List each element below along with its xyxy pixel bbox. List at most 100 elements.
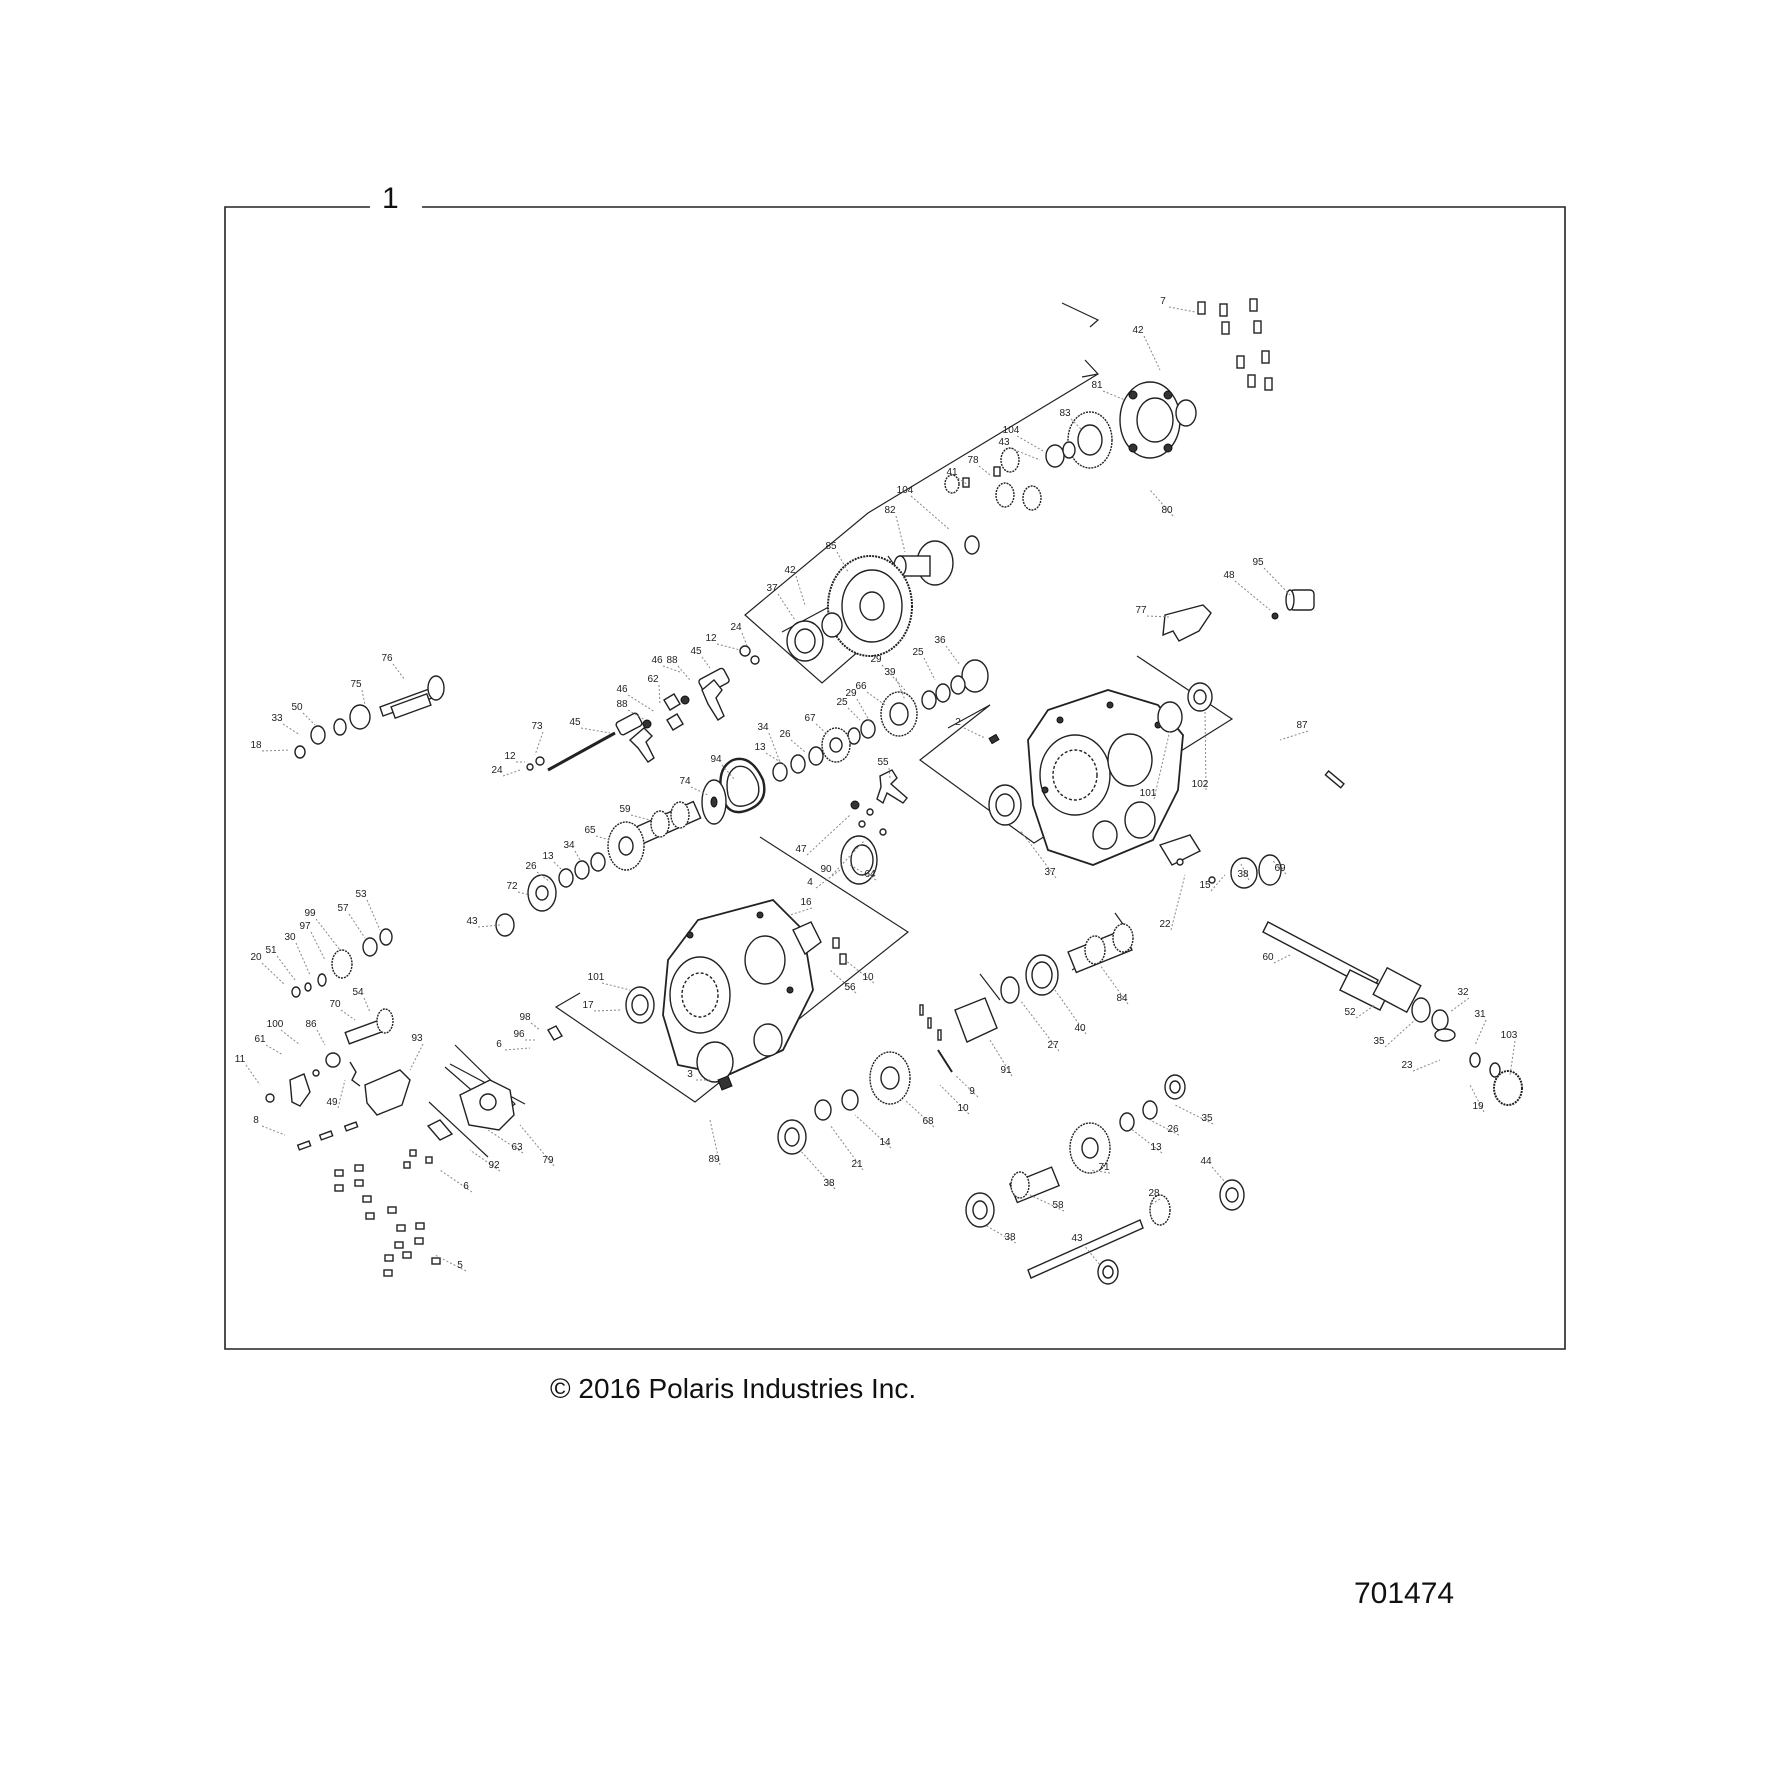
bearing-37-top: [786, 620, 824, 662]
seal-101: [1157, 701, 1183, 733]
callout-42: 42: [1132, 325, 1144, 336]
callout-leader: [815, 869, 841, 889]
callout-leader: [910, 495, 951, 531]
callout-leader: [502, 769, 521, 777]
callout-62: 62: [647, 674, 659, 685]
callout-72: 72: [506, 881, 518, 892]
callout-leader: [1168, 306, 1196, 313]
callout-48: 48: [1223, 570, 1235, 581]
callout-16: 16: [800, 897, 812, 908]
callout-54: 54: [352, 987, 364, 998]
callout-34: 34: [757, 722, 769, 733]
callout-34: 34: [563, 840, 575, 851]
callout-leader: [662, 665, 681, 673]
callout-93: 93: [411, 1033, 423, 1044]
callout-leader: [1019, 999, 1060, 1052]
callout-29: 29: [870, 654, 882, 665]
callout-leader: [831, 839, 866, 876]
callout-leader: [265, 1044, 284, 1056]
callout-leader: [630, 814, 651, 821]
callout-leader: [315, 918, 341, 951]
carrier-82: [893, 540, 954, 586]
callout-leader: [1149, 1119, 1180, 1136]
callout-leader: [963, 727, 986, 739]
callout-leader: [348, 913, 366, 939]
callout-leader: [295, 942, 311, 976]
callout-12: 12: [504, 751, 516, 762]
callout-102: 102: [1192, 779, 1209, 790]
callout-10: 10: [862, 972, 874, 983]
callout-leader: [392, 663, 406, 681]
callout-26: 26: [525, 861, 537, 872]
callout-leader: [276, 955, 296, 981]
callout-leader: [1412, 1059, 1441, 1072]
callout-30: 30: [284, 932, 296, 943]
callout-leader: [1082, 1243, 1101, 1266]
callout-leader: [716, 643, 741, 651]
callout-77: 77: [1135, 605, 1147, 616]
callout-2: 2: [955, 717, 961, 728]
callout-17: 17: [582, 1000, 594, 1011]
callout-58: 58: [1052, 1200, 1064, 1211]
right-housing-87: [1027, 689, 1202, 866]
copyright-notice: © 2016 Polaris Industries Inc.: [550, 1373, 917, 1404]
callout-90: 90: [820, 864, 832, 875]
callout-43: 43: [998, 437, 1010, 448]
callout-25: 25: [836, 697, 848, 708]
callout-36: 36: [934, 635, 946, 646]
callout-leader: [1204, 709, 1207, 791]
callout-leader: [601, 982, 631, 991]
callout-leader: [789, 907, 813, 916]
callout-26: 26: [1167, 1124, 1179, 1135]
callout-leader: [261, 1125, 286, 1136]
shaft-59: [628, 800, 702, 848]
callout-13: 13: [754, 742, 766, 753]
callout-89: 89: [708, 1154, 720, 1165]
callout-leader: [658, 684, 661, 706]
callout-100: 100: [267, 1019, 284, 1030]
callout-4: 4: [807, 877, 813, 888]
callout-76: 76: [381, 653, 393, 664]
cover-81: [1119, 381, 1181, 459]
callout-leader: [245, 1064, 261, 1086]
callout-leader: [1211, 1166, 1226, 1183]
callout-35: 35: [1201, 1113, 1213, 1124]
large-gear-85: [827, 555, 913, 657]
callout-leader: [856, 698, 871, 723]
callout-leader: [978, 465, 991, 476]
callout-85: 85: [825, 541, 837, 552]
callout-67: 67: [804, 713, 816, 724]
callout-46: 46: [651, 655, 663, 666]
callout-leader: [261, 962, 286, 986]
callout-37: 37: [766, 583, 778, 594]
callout-88: 88: [616, 699, 628, 710]
bracket-77: [1162, 604, 1212, 642]
sensor-95: [1271, 589, 1315, 620]
lower-right-parts: [777, 854, 1523, 1285]
callout-18: 18: [250, 740, 262, 751]
callout-leader: [866, 691, 886, 706]
callout-57: 57: [337, 903, 349, 914]
callout-31: 31: [1474, 1009, 1486, 1020]
callout-leader: [1271, 859, 1287, 875]
callout-leader: [261, 749, 291, 752]
callout-43: 43: [466, 916, 478, 927]
callout-98: 98: [519, 1012, 531, 1023]
shaft-76: [379, 675, 445, 720]
callout-83: 83: [1059, 408, 1071, 419]
callout-69: 69: [1274, 863, 1286, 874]
callout-leader: [1054, 989, 1087, 1035]
callout-103: 103: [1501, 1030, 1518, 1041]
callout-leader: [302, 712, 316, 726]
callout-64: 64: [864, 869, 876, 880]
cover-plate-56: [792, 921, 822, 956]
callout-22: 22: [1159, 919, 1171, 930]
callout-leader: [954, 1074, 979, 1098]
callout-95: 95: [1252, 557, 1264, 568]
callout-38: 38: [823, 1178, 835, 1189]
callout-5: 5: [457, 1260, 463, 1271]
assembly-frame: [224, 206, 1566, 1350]
callout-24: 24: [491, 765, 503, 776]
callout-84: 84: [1116, 993, 1128, 1004]
